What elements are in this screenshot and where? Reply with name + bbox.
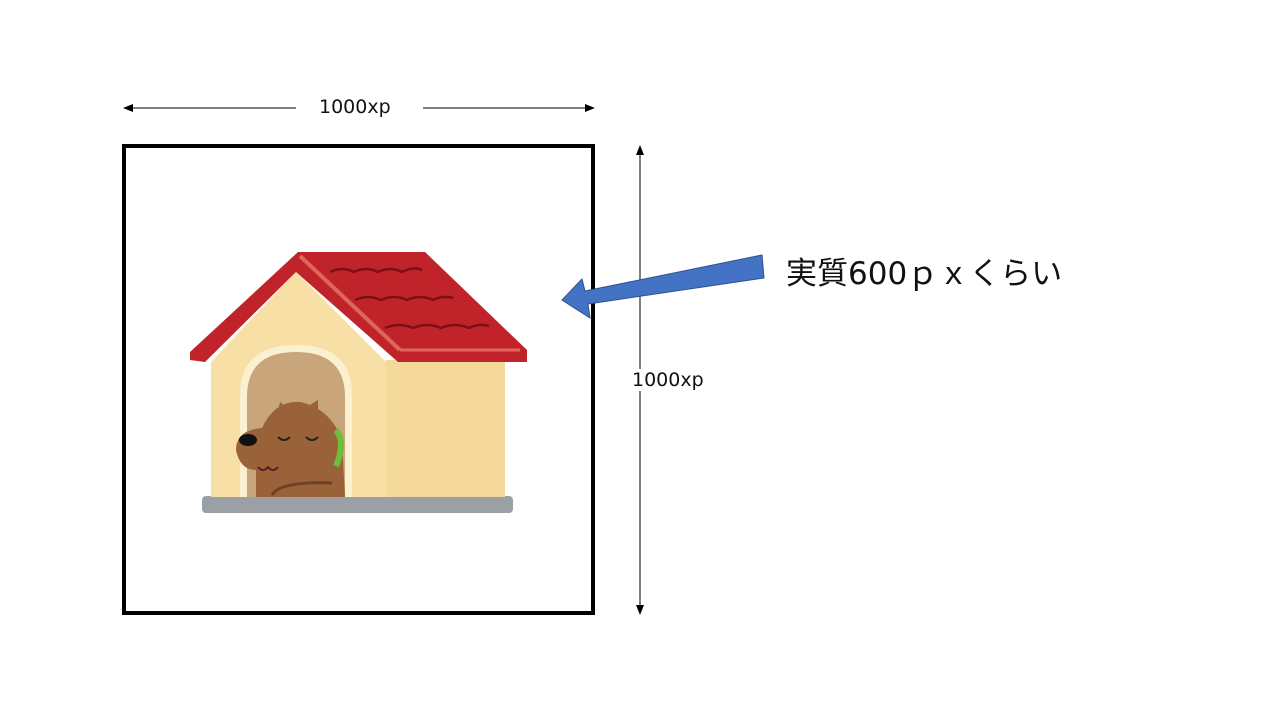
width-label: 1000xp xyxy=(319,96,391,118)
dog-house-illustration xyxy=(190,252,527,513)
annotation-text: 実質600ｐｘくらい xyxy=(786,256,1063,292)
blue-arrow-icon xyxy=(561,254,765,320)
dog-icon xyxy=(236,400,345,497)
height-label: 1000xp xyxy=(632,369,704,391)
